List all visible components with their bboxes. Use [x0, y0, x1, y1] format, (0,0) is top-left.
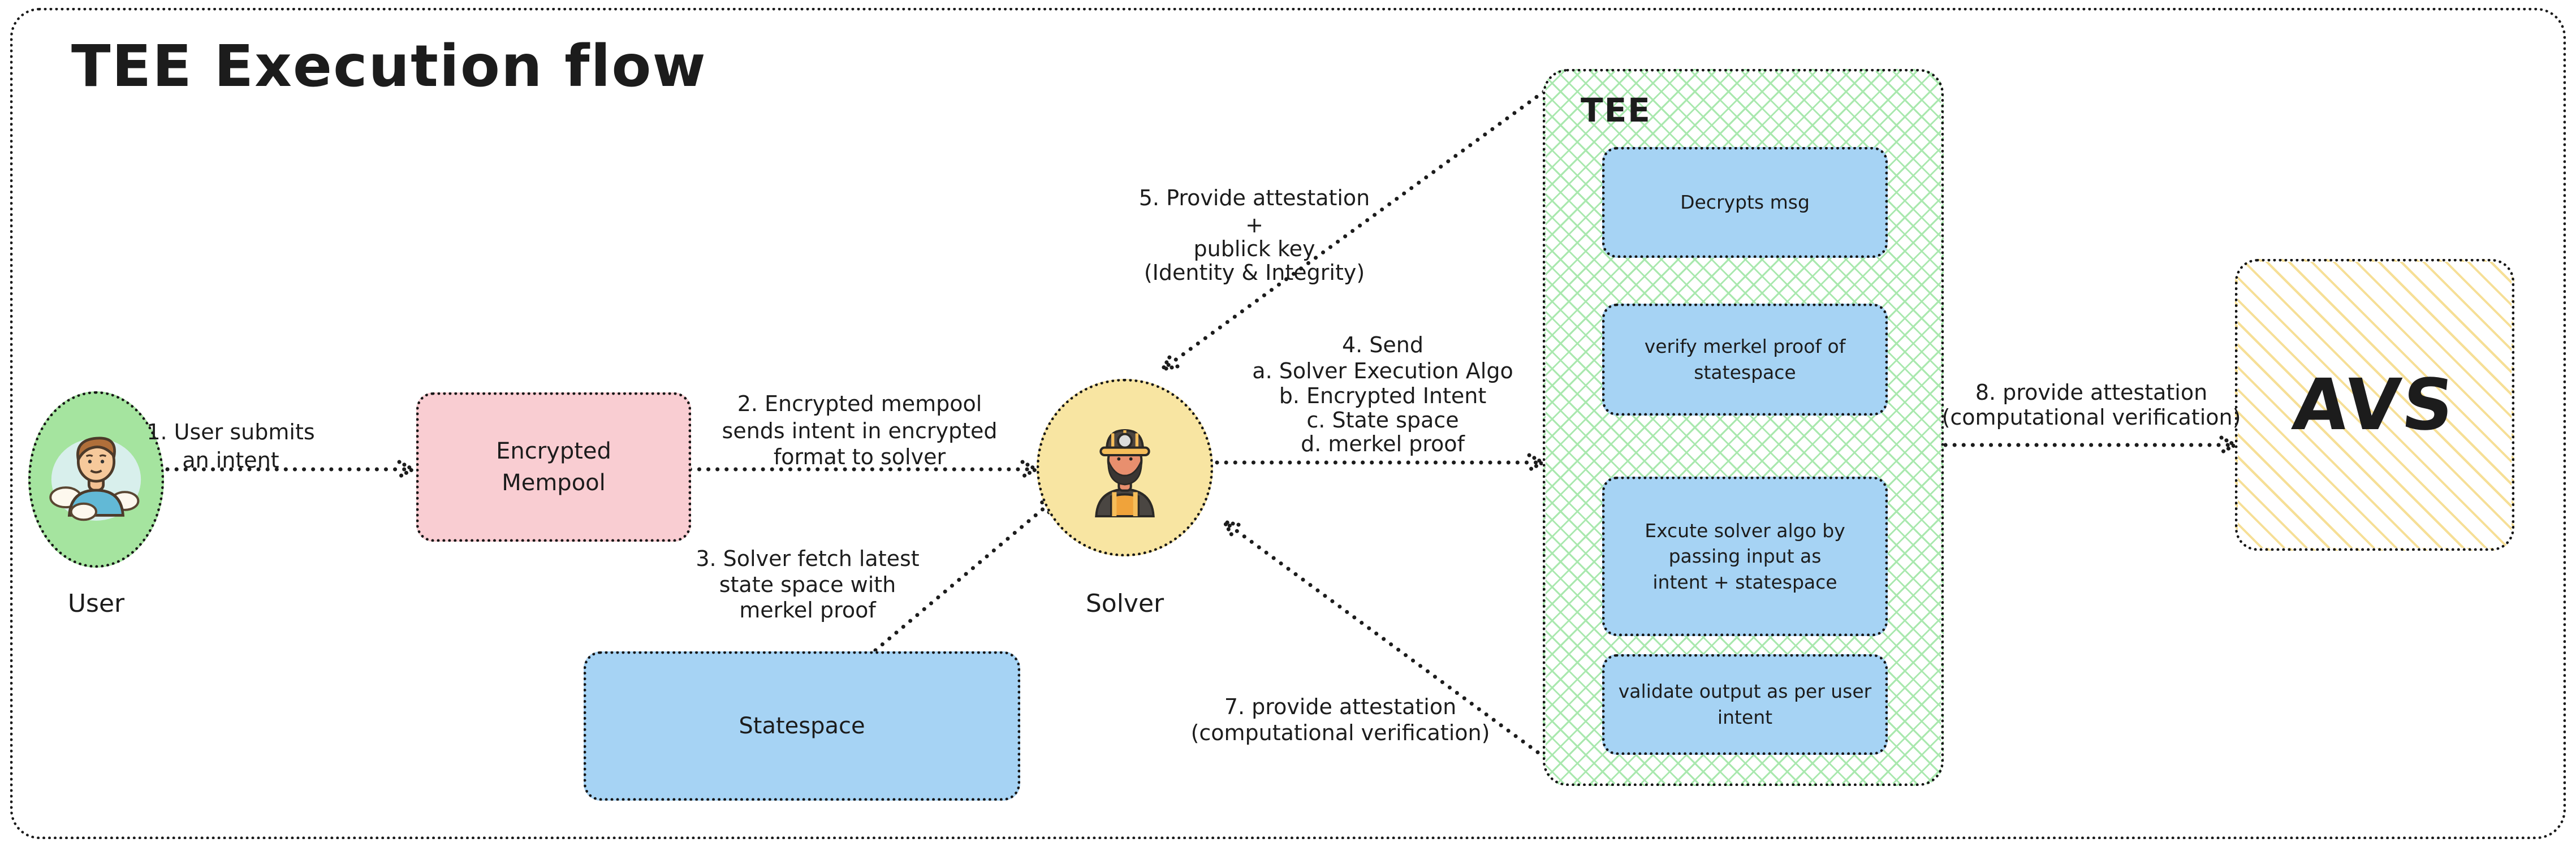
- tee-step-line: Excute solver algo by: [1645, 519, 1845, 542]
- edge-label-3-line: 3. Solver fetch latest: [696, 546, 920, 571]
- user-avatar-icon: [49, 437, 141, 521]
- edge-label-5-line: publick key: [1193, 236, 1315, 261]
- edge-label-8-line: (computational verification): [1941, 405, 2241, 430]
- node-avs[interactable]: AVS: [2235, 259, 2514, 551]
- edge-label-4-line: d. merkel proof: [1301, 431, 1465, 456]
- tee-step-line: verify merkel proof of: [1644, 335, 1846, 358]
- edge-label-5-line: (Identity & Integrity): [1144, 260, 1365, 285]
- edge-label-4-line: 4. Send: [1341, 332, 1424, 357]
- node-tee-container[interactable]: TEE Decrypts msg verify merkel proof of …: [1543, 69, 1944, 786]
- avs-label: AVS: [2289, 364, 2461, 446]
- miner-avatar-icon: [1095, 429, 1155, 517]
- edge-label-1-line: an intent: [182, 448, 279, 473]
- edge-label-4-line: c. State space: [1306, 408, 1459, 433]
- edge-label-7-line: (computational verification): [1190, 720, 1490, 745]
- tee-step-decrypts-msg[interactable]: Decrypts msg: [1602, 147, 1888, 258]
- user-label: User: [67, 589, 125, 618]
- edge-label-2-line: 2. Encrypted mempool: [737, 391, 982, 416]
- tee-step-validate-output[interactable]: validate output as per user intent: [1602, 654, 1888, 755]
- tee-step-line: statespace: [1694, 361, 1796, 383]
- edge-label-8-line: 8. provide attestation: [1975, 380, 2208, 405]
- edge-label-4-line: a. Solver Execution Algo: [1252, 358, 1513, 383]
- edge-label-7-line: 7. provide attestation: [1224, 694, 1457, 719]
- edge-label-5-line: +: [1245, 213, 1263, 237]
- edge-label-3-line: merkel proof: [739, 598, 876, 623]
- tee-step-line: intent: [1717, 706, 1773, 728]
- statespace-label: Statespace: [739, 713, 865, 739]
- tee-step-line: passing input as: [1668, 545, 1822, 568]
- node-encrypted-mempool[interactable]: Encrypted Mempool: [416, 392, 691, 542]
- tee-title: TEE: [1581, 91, 1651, 129]
- edge-label-3-line: state space with: [719, 572, 896, 597]
- tee-step-execute-solver-algo[interactable]: Excute solver algo by passing input as i…: [1602, 477, 1888, 636]
- node-statespace[interactable]: Statespace: [584, 651, 1020, 801]
- edge-label-4-line: b. Encrypted Intent: [1279, 383, 1487, 408]
- edge-label-2-line: sends intent in encrypted: [722, 418, 998, 443]
- tee-step-verify-merkel-proof[interactable]: verify merkel proof of statespace: [1602, 304, 1888, 416]
- tee-step-line: intent + statespace: [1652, 571, 1837, 593]
- edge-label-5-line: 5. Provide attestation: [1138, 185, 1370, 210]
- mempool-label-line: Encrypted: [496, 438, 611, 464]
- edge-label-2-line: format to solver: [773, 444, 946, 469]
- tee-step-line: Decrypts msg: [1680, 191, 1810, 214]
- node-solver[interactable]: [1037, 379, 1213, 556]
- edge-label-1-line: 1. User submits: [146, 420, 315, 444]
- tee-step-line: validate output as per user: [1618, 680, 1872, 703]
- solver-label: Solver: [1085, 589, 1164, 618]
- page-title: TEE Execution flow: [71, 33, 707, 100]
- node-user[interactable]: [28, 391, 164, 568]
- mempool-label-line: Mempool: [502, 470, 606, 496]
